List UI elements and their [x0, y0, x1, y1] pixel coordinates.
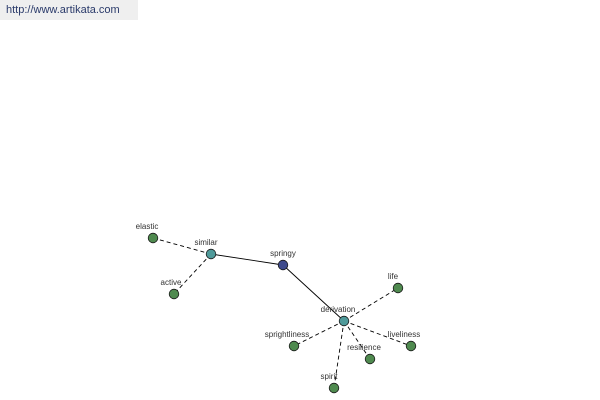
node-springy[interactable]: springy	[270, 249, 296, 271]
node-elastic-dot[interactable]	[147, 232, 159, 244]
node-resilience[interactable]: resilience	[347, 343, 381, 365]
edge-springy-similar	[210, 253, 284, 266]
node-resilience-label[interactable]: resilience	[347, 343, 381, 352]
site-url-banner[interactable]: http://www.artikata.com	[0, 0, 138, 20]
node-life-dot[interactable]	[392, 282, 404, 294]
node-similar-label[interactable]: similar	[194, 238, 217, 247]
node-derivation-dot[interactable]	[338, 315, 350, 327]
edge-derivation-life	[343, 287, 399, 322]
node-derivation-label[interactable]: derivation	[321, 305, 356, 314]
node-springy-dot[interactable]	[277, 259, 289, 271]
node-derivation[interactable]: derivation	[321, 305, 356, 327]
graph-edges	[152, 237, 412, 389]
node-active[interactable]: active	[161, 278, 182, 300]
node-similar-dot[interactable]	[205, 248, 217, 260]
node-active-label[interactable]: active	[161, 278, 182, 287]
node-spirit[interactable]: spirit	[321, 372, 340, 394]
edge-springy-derivation	[282, 264, 345, 322]
node-similar[interactable]: similar	[194, 238, 218, 260]
node-sprightliness[interactable]: sprightliness	[265, 330, 309, 352]
edge-derivation-spirit	[333, 320, 345, 389]
node-liveliness-label[interactable]: liveliness	[388, 330, 420, 339]
node-elastic[interactable]: elastic	[136, 222, 159, 244]
node-active-dot[interactable]	[168, 288, 180, 300]
node-sprightliness-dot[interactable]	[288, 340, 300, 352]
node-life[interactable]: life	[388, 272, 404, 294]
node-resilience-dot[interactable]	[364, 353, 376, 365]
edge-similar-elastic	[152, 237, 212, 255]
node-liveliness[interactable]: liveliness	[388, 330, 420, 352]
node-elastic-label[interactable]: elastic	[136, 222, 159, 231]
edge-derivation-sprightliness	[293, 320, 345, 347]
edge-derivation-resilience	[343, 320, 371, 360]
graph-nodes: springy similar derivation elastic active lif…	[136, 222, 420, 394]
node-springy-label[interactable]: springy	[270, 249, 296, 258]
node-sprightliness-label[interactable]: sprightliness	[265, 330, 309, 339]
node-liveliness-dot[interactable]	[405, 340, 417, 352]
edge-derivation-liveliness	[343, 320, 412, 347]
node-spirit-label[interactable]: spirit	[321, 372, 339, 381]
edge-similar-active	[173, 253, 212, 295]
node-spirit-dot[interactable]	[328, 382, 340, 394]
site-url-text: http://www.artikata.com	[6, 4, 120, 16]
node-life-label[interactable]: life	[388, 272, 399, 281]
